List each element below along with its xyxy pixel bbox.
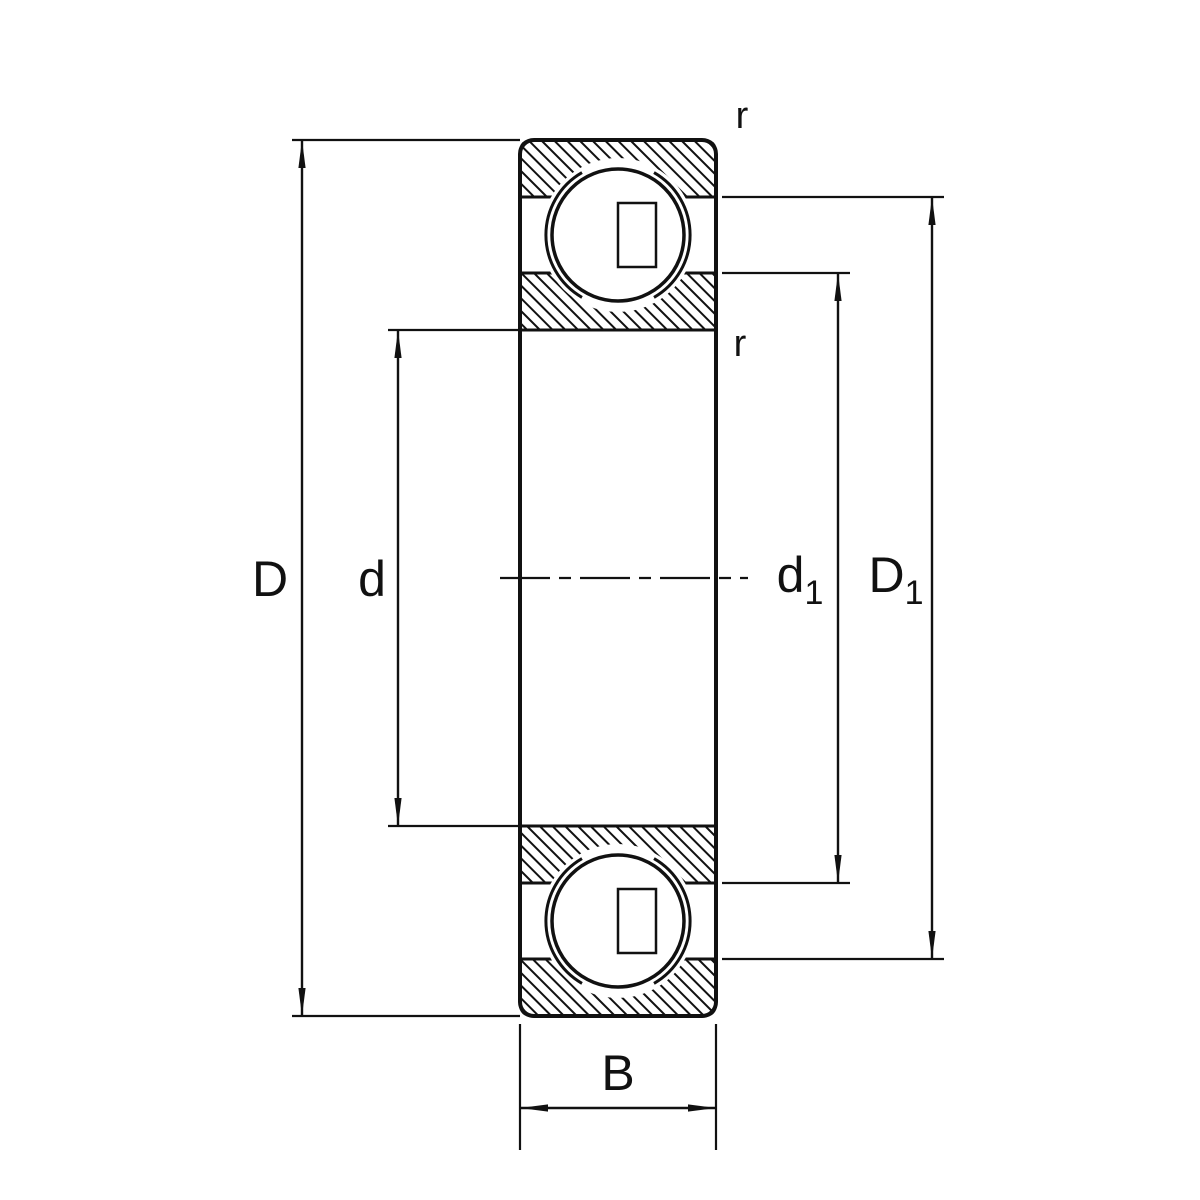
label-outer-diameter-D: D bbox=[252, 551, 288, 607]
label-width-B: B bbox=[601, 1045, 634, 1101]
label-inner-shoulder-d1: d1 bbox=[777, 547, 824, 612]
raceway-shoulder-arc-top-left bbox=[544, 171, 583, 299]
label-bore-diameter-d: d bbox=[358, 551, 386, 607]
label-outer-shoulder-D1: D1 bbox=[868, 547, 923, 612]
cage-pocket-top bbox=[616, 201, 658, 269]
raceway-shoulder-arc-top-right bbox=[653, 171, 692, 299]
cage-pocket-bottom bbox=[616, 887, 658, 955]
raceway-shoulder-arc-bottom-left bbox=[544, 857, 583, 985]
label-chamfer-radius-top: r bbox=[736, 95, 749, 137]
label-chamfer-radius-inner: r bbox=[734, 323, 747, 365]
raceway-shoulder-arc-bottom-right bbox=[653, 857, 692, 985]
